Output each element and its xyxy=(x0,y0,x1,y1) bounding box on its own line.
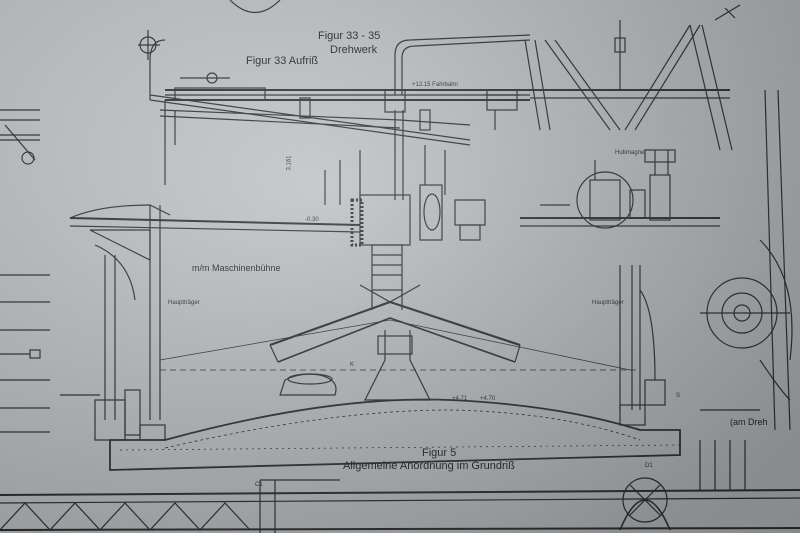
point-d1-label: D1 xyxy=(645,463,653,469)
hubmagnet-label: Hubmagnet xyxy=(615,150,647,156)
dimension-vertical: 3.161 xyxy=(286,155,293,171)
hoist-winch-mechanism xyxy=(520,149,720,229)
dimension-minus-030: -0.30 xyxy=(305,217,319,223)
right-lattice-tower xyxy=(485,20,733,151)
main-girder-left-label: Hauptträger xyxy=(168,300,200,306)
point-k-label: K xyxy=(350,362,355,368)
machine-platform-label: m/m Maschinenbühne xyxy=(192,263,281,273)
foundation-section xyxy=(109,398,681,471)
right-pylon xyxy=(619,265,666,426)
machine-platform-arm xyxy=(69,204,361,420)
left-pylon-base xyxy=(60,389,166,441)
main-girder-right-label: Hauptträger xyxy=(592,300,624,306)
figure-5-title: Figur 5 xyxy=(422,447,457,459)
figure-33-35-title: Figur 33 - 35 xyxy=(318,30,381,42)
right-slewing-wheel xyxy=(700,89,793,431)
am-dreh-label: (am Dreh xyxy=(730,417,768,427)
bridge-truss-plan xyxy=(0,440,800,533)
drehwerk-title: Drehwerk xyxy=(330,44,378,56)
left-edge-fragments xyxy=(0,109,50,433)
general-arrangement-title: Allgemeine Anordnung im Grundriß xyxy=(343,460,515,472)
point-c1-label: C1 xyxy=(255,482,263,488)
slewing-truss-v xyxy=(159,284,640,401)
point-s-label: S xyxy=(676,393,681,399)
figure-33-aufriss-title: Figur 33 Aufriß xyxy=(246,55,319,67)
dimension-471: +4.71 xyxy=(452,396,468,402)
dimension-470: +4.70 xyxy=(480,396,496,402)
fahrbahn-level-label: +12.15 Fahrbahn xyxy=(412,82,458,88)
central-slewing-gear xyxy=(324,110,486,291)
upper-boom-elevation xyxy=(138,30,531,185)
top-arch-fragment xyxy=(229,0,281,14)
north-arrow-icon xyxy=(714,4,741,21)
